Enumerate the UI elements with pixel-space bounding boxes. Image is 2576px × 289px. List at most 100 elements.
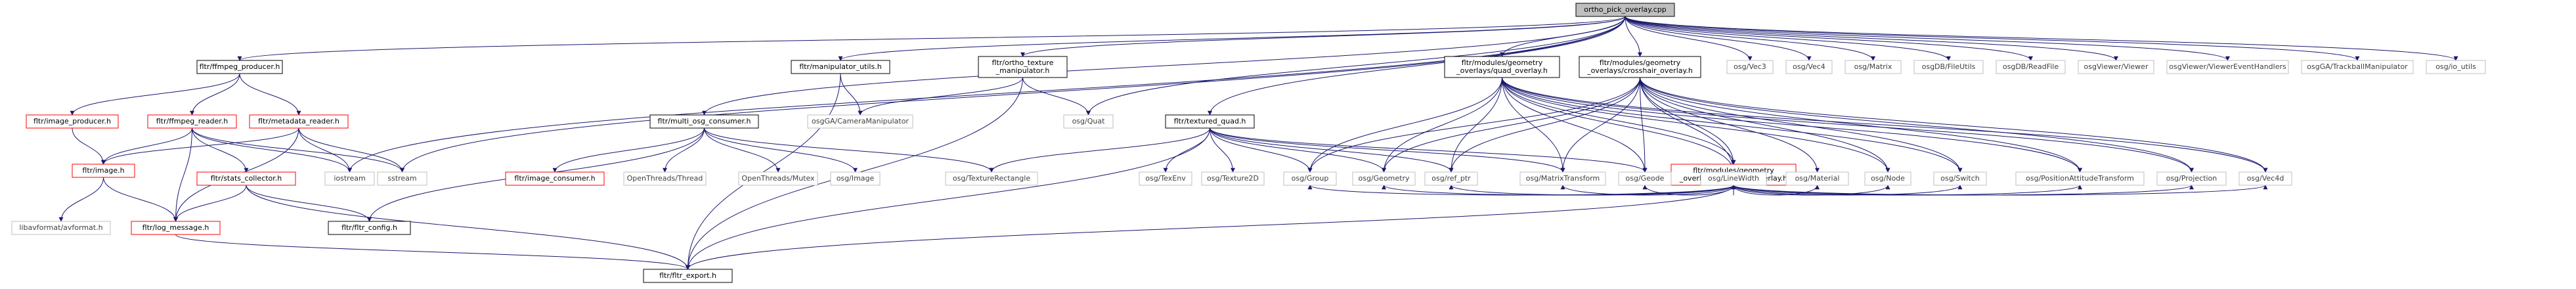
edge-multi-osg-to-ot-mutex bbox=[704, 127, 781, 173]
edge-stats-collector-to-fltr-export bbox=[246, 185, 690, 270]
edge-geometry-overlay-to-osggeometry bbox=[1382, 185, 1734, 196]
node-label: fltr/textured_quad.h bbox=[1174, 117, 1246, 125]
edge-textured-quad-to-fltr-export bbox=[686, 127, 1210, 270]
edge-geometry-overlay-to-osgswitch bbox=[1733, 185, 1963, 196]
edge-quad-overlay-to-osglinewidth bbox=[1502, 77, 1736, 173]
node-osgmatrixtransform[interactable]: osg/MatrixTransform bbox=[1519, 171, 1606, 186]
node-osglinewidth[interactable]: osg/LineWidth bbox=[1700, 171, 1767, 186]
node-iostream[interactable]: iostream bbox=[324, 171, 375, 186]
node-box bbox=[1444, 56, 1560, 78]
node-osgtexenv[interactable]: osg/TexEnv bbox=[1139, 171, 1192, 186]
node-label: libavformat/avformat.h bbox=[19, 223, 102, 232]
node-osggeode[interactable]: osg/Geode bbox=[1618, 171, 1672, 186]
node-label: osgGA/CameraManipulator bbox=[812, 117, 909, 125]
node-osgviewerviewer[interactable]: osgViewer/Viewer bbox=[2078, 60, 2154, 74]
node-camera-manip[interactable]: osgGA/CameraManipulator bbox=[807, 114, 913, 129]
edge-crosshair-overlay-to-osgvec4d bbox=[1640, 77, 2268, 173]
edge-quad-overlay-to-osggeode bbox=[1502, 77, 1648, 173]
node-box bbox=[26, 114, 119, 129]
node-label: fltr/ffmpeg_producer.h bbox=[200, 62, 280, 71]
node-osgnode[interactable]: osg/Node bbox=[1864, 171, 1911, 186]
edge-ffmpeg-reader-to-iostream bbox=[192, 127, 352, 173]
node-box bbox=[1575, 3, 1675, 17]
edge-root-to-ortho-tex bbox=[1020, 16, 1626, 57]
node-osgquat[interactable]: osg/Quat bbox=[1063, 114, 1114, 129]
node-stats-collector[interactable]: fltr/stats_collector.h bbox=[196, 171, 296, 186]
node-fltr-config[interactable]: fltr/fltr_config.h bbox=[328, 221, 411, 235]
node-multi-osg[interactable]: fltr/multi_osg_consumer.h bbox=[649, 114, 759, 129]
node-root[interactable]: ortho_pick_overlay.cpp bbox=[1575, 3, 1675, 17]
node-log-message[interactable]: fltr/log_message.h bbox=[131, 221, 221, 235]
edge-quad-overlay-to-osggeometry bbox=[1382, 77, 1502, 173]
node-ffmpeg-reader[interactable]: fltr/ffmpeg_reader.h bbox=[147, 114, 237, 129]
node-osgtex2d[interactable]: osg/Texture2D bbox=[1201, 171, 1265, 186]
node-box bbox=[1139, 171, 1192, 186]
node-label: fltr/stats_collector.h bbox=[211, 174, 282, 183]
node-osgtexrect[interactable]: osg/TextureRectangle bbox=[945, 171, 1038, 186]
node-label: _overlays/quad_overlay.h bbox=[1456, 66, 1548, 75]
node-osgmaterial[interactable]: osg/Material bbox=[1785, 171, 1849, 186]
node-osgrefptr[interactable]: osg/ref_ptr bbox=[1424, 171, 1478, 186]
node-osgdbreadfile[interactable]: osgDB/ReadFile bbox=[1996, 60, 2066, 74]
node-osgswitch[interactable]: osg/Switch bbox=[1933, 171, 1987, 186]
edge-metadata-reader-to-iostream bbox=[298, 127, 352, 173]
edge-quad-overlay-to-osggroup bbox=[1307, 77, 1502, 173]
edge-root-to-iostream bbox=[347, 16, 1626, 173]
edge-crosshair-overlay-to-osgmatrixtransform bbox=[1560, 77, 1640, 173]
node-label: _overlays/crosshair_overlay.h bbox=[1586, 66, 1693, 75]
node-box bbox=[1845, 60, 1902, 74]
edge-stats-collector-to-log-message bbox=[173, 185, 247, 222]
node-label: sstream bbox=[387, 174, 416, 183]
node-box bbox=[945, 171, 1038, 186]
node-crosshair-overlay[interactable]: fltr/modules/geometry_overlays/crosshair… bbox=[1579, 56, 1701, 78]
node-ffmpeg-producer[interactable]: fltr/ffmpeg_producer.h bbox=[196, 60, 283, 74]
node-osgprojection[interactable]: osg/Projection bbox=[2156, 171, 2227, 186]
node-box bbox=[131, 221, 221, 235]
node-osgvec4d[interactable]: osg/Vec4d bbox=[2238, 171, 2292, 186]
node-textured-quad[interactable]: fltr/textured_quad.h bbox=[1165, 114, 1255, 129]
node-osgpat[interactable]: osg/PositionAttitudeTransform bbox=[2015, 171, 2145, 186]
node-label: osgDB/FileUtils bbox=[1922, 62, 1976, 71]
node-box bbox=[1700, 171, 1767, 186]
node-label: osg/Node bbox=[1871, 174, 1905, 183]
node-image-producer[interactable]: fltr/image_producer.h bbox=[26, 114, 119, 129]
node-quad-overlay[interactable]: fltr/modules/geometry_overlays/quad_over… bbox=[1444, 56, 1560, 78]
node-manipulator-utils[interactable]: fltr/manipulator_utils.h bbox=[791, 60, 890, 74]
node-ot-thread[interactable]: OpenThreads/Thread bbox=[623, 171, 707, 186]
node-osgdbfileutils[interactable]: osgDB/FileUtils bbox=[1913, 60, 1984, 74]
node-label: osg/LineWidth bbox=[1708, 174, 1759, 183]
node-osgmatrix[interactable]: osg/Matrix bbox=[1845, 60, 1902, 74]
edge-root-to-osgvec3 bbox=[1625, 16, 1753, 61]
node-osgio[interactable]: osg/io_utils bbox=[2426, 60, 2486, 74]
node-osgviewereh[interactable]: osgViewer/ViewerEventHandlers bbox=[2166, 60, 2289, 74]
edge-ffmpeg-producer-to-ffmpeg-reader bbox=[190, 73, 240, 116]
node-metadata-reader[interactable]: fltr/metadata_reader.h bbox=[249, 114, 349, 129]
node-box bbox=[643, 269, 733, 283]
edge-crosshair-overlay-to-osggeode bbox=[1640, 77, 1648, 173]
node-ot-mutex[interactable]: OpenThreads/Mutex bbox=[738, 171, 818, 186]
edge-crosshair-overlay-to-osglinewidth bbox=[1640, 77, 1736, 173]
node-label: fltr/fltr_export.h bbox=[659, 271, 716, 280]
node-ortho-tex[interactable]: fltr/ortho_texture_manipulator.h bbox=[978, 56, 1068, 78]
node-box bbox=[830, 171, 881, 186]
edge-geometry-overlay-to-osgvec4d bbox=[1733, 185, 2268, 196]
node-libavformat[interactable]: libavformat/avformat.h bbox=[11, 221, 111, 235]
node-label: fltr/image_producer.h bbox=[33, 117, 111, 125]
node-osggeometry[interactable]: osg/Geometry bbox=[1352, 171, 1416, 186]
node-label: osg/Texture2D bbox=[1207, 174, 1259, 183]
node-osggroup[interactable]: osg/Group bbox=[1283, 171, 1337, 186]
node-fltr-image[interactable]: fltr/image.h bbox=[72, 164, 135, 178]
edge-ortho-tex-to-camera-manip bbox=[858, 77, 1023, 116]
node-box bbox=[328, 221, 411, 235]
node-box bbox=[324, 171, 375, 186]
node-osgvec4[interactable]: osg/Vec4 bbox=[1785, 60, 1833, 74]
node-sstream[interactable]: sstream bbox=[377, 171, 427, 186]
node-image-consumer[interactable]: fltr/image_consumer.h bbox=[505, 171, 605, 186]
node-osgvec3[interactable]: osg/Vec3 bbox=[1726, 60, 1774, 74]
node-osgimage[interactable]: osg/Image bbox=[830, 171, 881, 186]
node-fltr-export[interactable]: fltr/fltr_export.h bbox=[643, 269, 733, 283]
node-box bbox=[2166, 60, 2289, 74]
node-osggatrackball[interactable]: osgGA/TrackballManipulator bbox=[2301, 60, 2414, 74]
edge-metadata-reader-to-sstream bbox=[298, 127, 404, 173]
